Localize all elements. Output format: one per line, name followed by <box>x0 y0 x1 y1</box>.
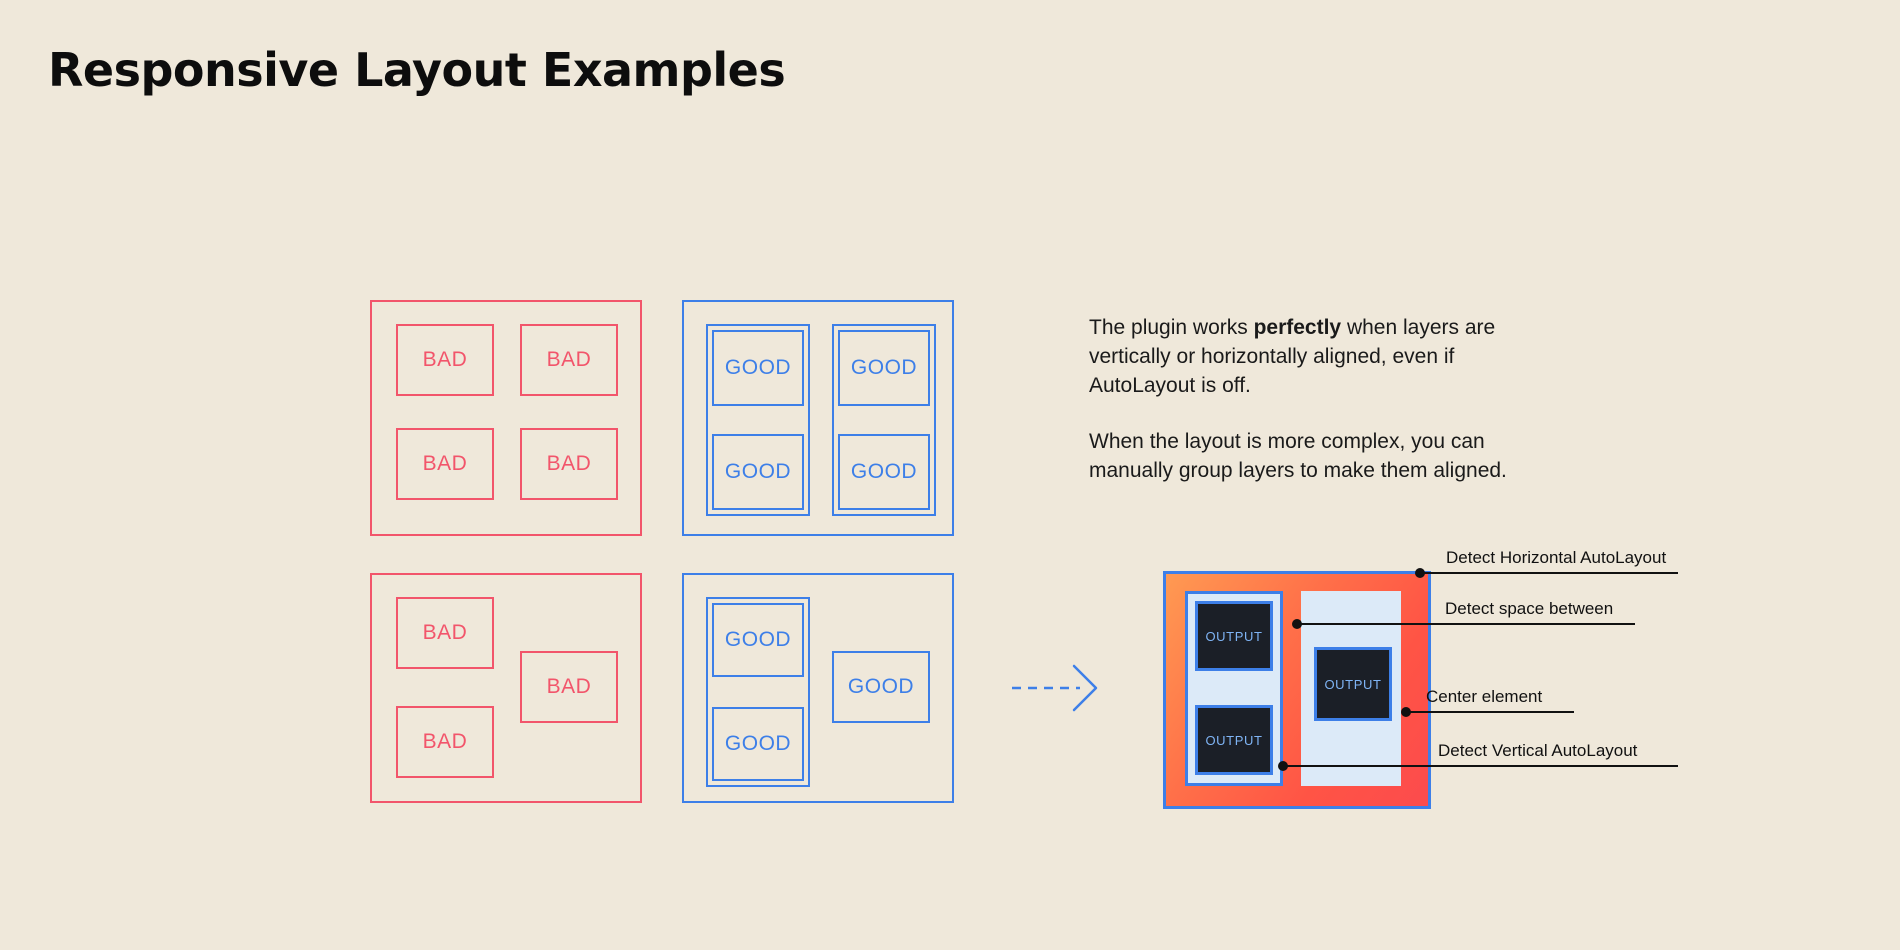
good-group-column: GOOD GOOD <box>706 597 810 787</box>
annotation-line <box>1283 765 1678 767</box>
annotation-label: Detect Horizontal AutoLayout <box>1446 548 1667 567</box>
output-box: OUTPUT <box>1195 601 1273 671</box>
description-p1-after: when layers are vertically or horizontal… <box>1089 316 1496 397</box>
description-paragraph-1: The plugin works perfectly when layers a… <box>1089 313 1559 400</box>
good-box: GOOD <box>838 330 930 406</box>
good-box: GOOD <box>712 330 804 406</box>
annotation-label: Detect space between <box>1445 599 1614 618</box>
annotation-center-element: Center element <box>1401 687 1574 717</box>
description-p1-bold: perfectly <box>1253 316 1342 339</box>
bad-box: BAD <box>520 428 618 500</box>
good-box: GOOD <box>712 707 804 781</box>
bad-box: BAD <box>396 428 494 500</box>
bad-box: BAD <box>520 324 618 396</box>
description-text: The plugin works perfectly when layers a… <box>1089 313 1559 485</box>
annotation-label: Detect Vertical AutoLayout <box>1438 741 1638 760</box>
annotation-detect-horizontal-autolayout: Detect Horizontal AutoLayout <box>1415 548 1678 578</box>
bad-grid-panel: BAD BAD BAD BAD <box>370 300 642 536</box>
page-title: Responsive Layout Examples <box>48 43 786 97</box>
mockup-frame: OUTPUT OUTPUT OUTPUT <box>1163 571 1431 809</box>
annotation-line <box>1297 623 1635 625</box>
description-paragraph-2: When the layout is more complex, you can… <box>1089 430 1507 482</box>
annotation-label: Center element <box>1426 687 1543 706</box>
good-grid-panel: GOOD GOOD GOOD GOOD <box>682 300 954 536</box>
annotation-line <box>1420 572 1678 574</box>
good-group-column: GOOD GOOD <box>832 324 936 516</box>
output-box: OUTPUT <box>1314 647 1392 721</box>
good-group-column: GOOD GOOD <box>706 324 810 516</box>
annotation-line <box>1406 711 1574 713</box>
dashed-arrow-right-icon <box>1012 660 1108 716</box>
bad-complex-panel: BAD BAD BAD <box>370 573 642 803</box>
bad-box: BAD <box>396 324 494 396</box>
good-box: GOOD <box>712 434 804 510</box>
annotation-detect-space-between: Detect space between <box>1292 599 1635 629</box>
output-box: OUTPUT <box>1195 705 1273 775</box>
mockup-left-panel: OUTPUT OUTPUT <box>1185 591 1283 786</box>
bad-box: BAD <box>520 651 618 723</box>
description-p1-before: The plugin works <box>1089 316 1254 339</box>
bad-box: BAD <box>396 706 494 778</box>
good-box: GOOD <box>838 434 930 510</box>
annotation-detect-vertical-autolayout: Detect Vertical AutoLayout <box>1278 741 1678 771</box>
good-box: GOOD <box>832 651 930 723</box>
good-box: GOOD <box>712 603 804 677</box>
good-complex-panel: GOOD GOOD GOOD <box>682 573 954 803</box>
bad-box: BAD <box>396 597 494 669</box>
mockup-right-panel: OUTPUT <box>1301 591 1401 786</box>
